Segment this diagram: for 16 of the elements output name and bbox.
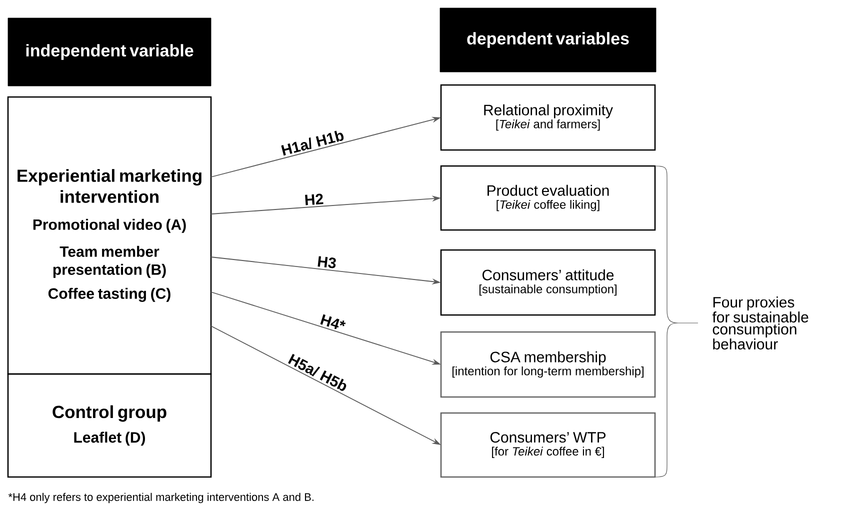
edge-label: H2 <box>303 192 325 206</box>
side-note: Four proxies for sustainable consumption behaviour <box>712 296 808 350</box>
variable-box: Consumers’ attitude [sustainable consumption] <box>440 249 656 316</box>
edge-label: H1a/ H1b <box>278 128 346 158</box>
edge-label: H3 <box>316 254 338 270</box>
group-box: Experiential marketing intervention Promotional video (A) Team member presentation (B) Coffee tasting (C) <box>7 96 212 375</box>
group-box: Control group Leaflet (D) <box>7 373 212 478</box>
variable-box: Consumers’ WTP [for Teikei coffee in €] <box>440 412 656 478</box>
footnote: *H4 only refers to experiential marketing interventions A and B. <box>8 492 314 504</box>
edge-label: H5a/ H5b <box>286 352 350 394</box>
edge-label: H4* <box>318 312 348 333</box>
variable-box: Product evaluation [Teikei coffee liking] <box>440 165 656 231</box>
variable-box: CSA membership [intention for long-term membership] <box>440 331 656 398</box>
header-box: independent variable <box>8 18 212 86</box>
variable-box: Relational proximity [Teikei and farmers] <box>440 84 656 151</box>
header-box: dependent variables <box>440 8 656 72</box>
